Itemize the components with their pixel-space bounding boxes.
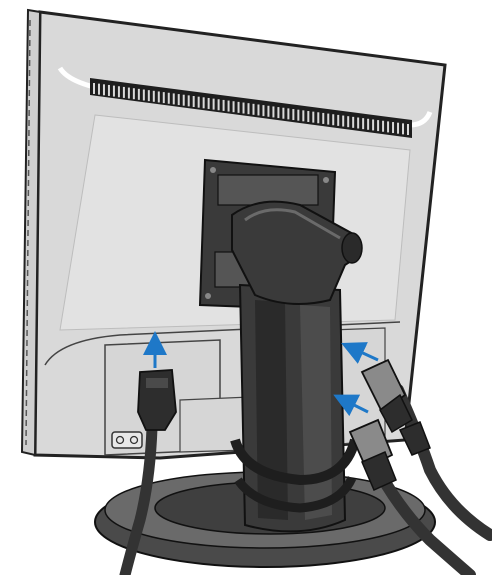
power-switch (112, 432, 142, 448)
stand-neck (235, 285, 355, 531)
